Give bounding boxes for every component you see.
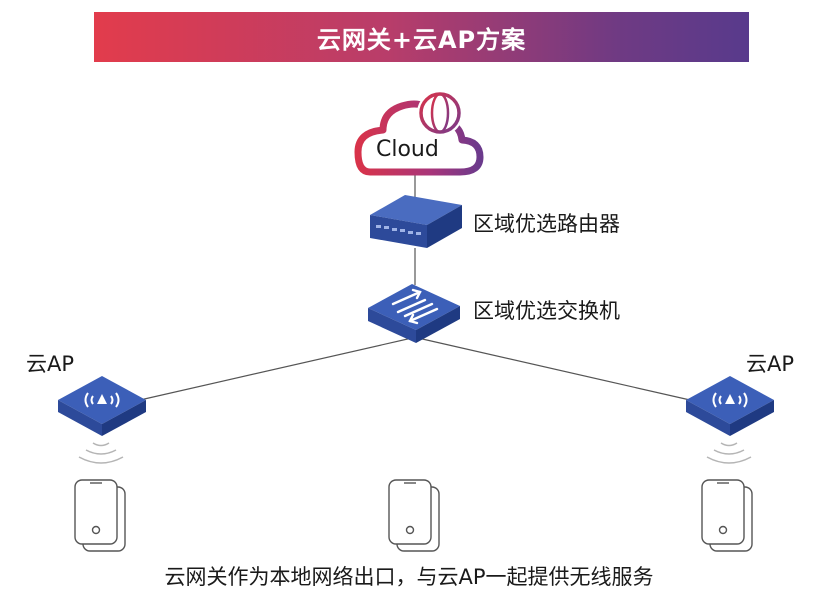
mobile-phone-icon: [388, 479, 440, 552]
wifi-signal-icon: [78, 442, 124, 464]
connection-lines: [139, 172, 691, 401]
wireless-ap-icon: [58, 376, 146, 436]
ap-left-label: 云AP: [26, 352, 75, 376]
mobile-phone-icon: [701, 479, 753, 552]
diagram-caption: 云网关作为本地网络出口，与云AP一起提供无线服务: [164, 565, 654, 589]
router-label: 区域优选路由器: [473, 212, 620, 236]
ap-right-label: 云AP: [746, 352, 795, 376]
wireless-ap-icon: [686, 376, 774, 436]
mobile-phone-icon: [74, 479, 126, 552]
title-banner: 云网关+云AP方案: [94, 12, 749, 62]
switch-label: 区域优选交换机: [473, 299, 620, 323]
switch-ap-left-link: [139, 337, 413, 401]
diagram-title: 云网关+云AP方案: [316, 25, 527, 54]
switch-ap-right-link: [417, 337, 691, 401]
cloud-label: Cloud: [376, 137, 439, 162]
switch-icon: [368, 284, 460, 343]
globe-icon: [417, 90, 463, 136]
wifi-signal-icon: [706, 442, 752, 464]
router-icon: [370, 195, 462, 248]
